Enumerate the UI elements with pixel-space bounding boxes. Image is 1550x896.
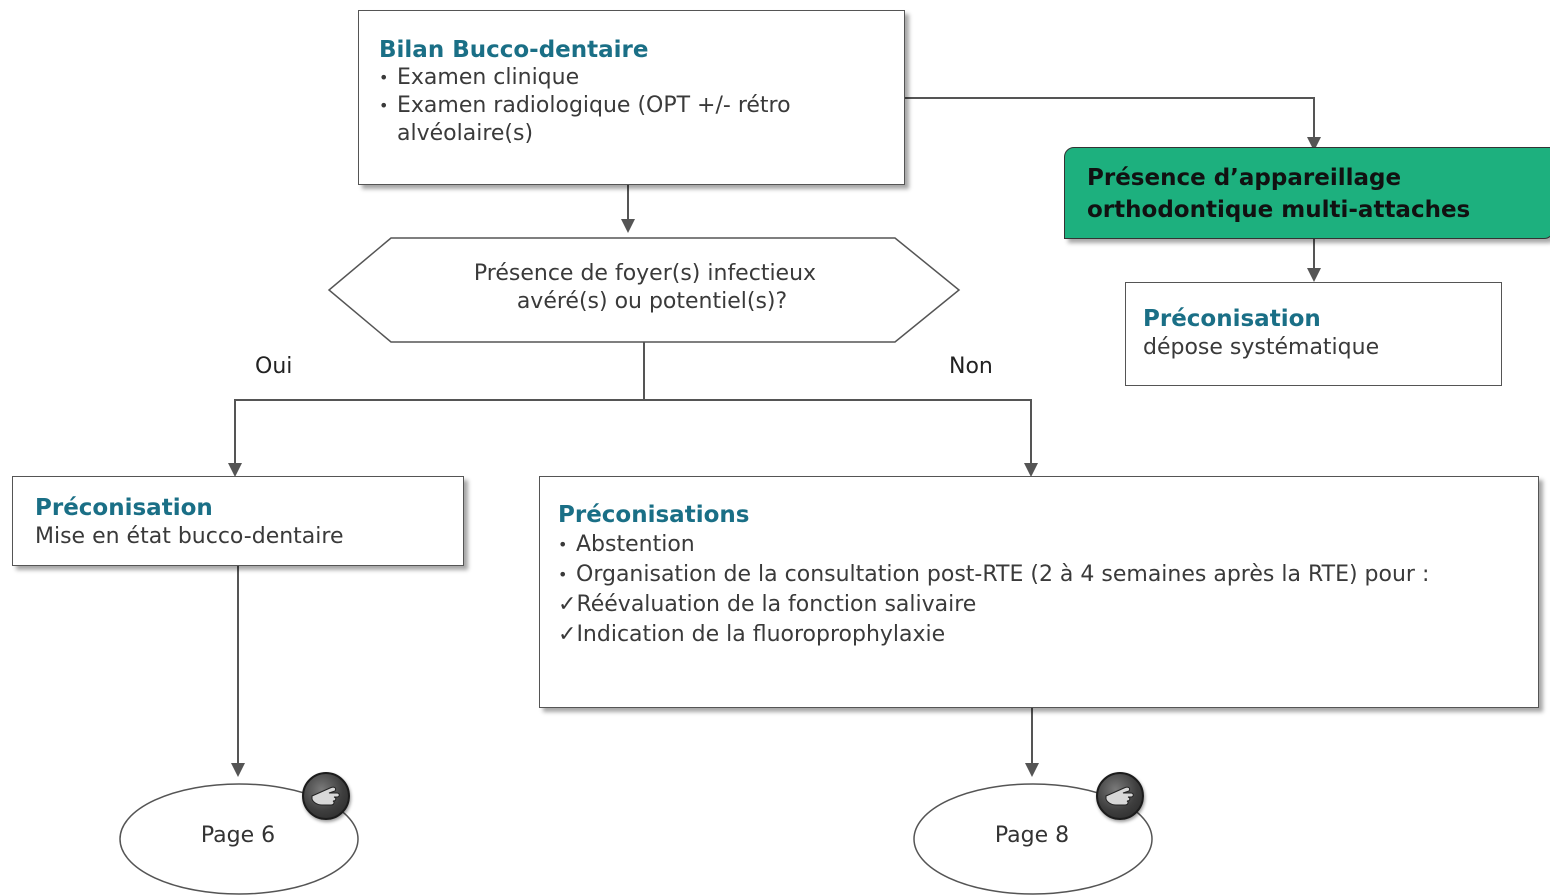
connector-mise-down bbox=[237, 566, 239, 766]
pointing-hand-icon bbox=[1096, 772, 1144, 820]
bilan-box: Bilan Bucco-dentaire •Examen clinique •E… bbox=[358, 10, 905, 185]
page-8-link[interactable]: Page 8 bbox=[912, 772, 1156, 896]
checkmark-icon: ✓ bbox=[558, 622, 577, 647]
connector-preco-down bbox=[1031, 707, 1033, 766]
preco-non-check-1: ✓Réévaluation de la fonction salivaire bbox=[558, 592, 977, 617]
connector-split-horizontal bbox=[234, 399, 1032, 401]
label-oui: Oui bbox=[255, 354, 293, 379]
connector-non-down bbox=[1030, 399, 1032, 468]
preco-depose-box: Préconisation dépose systématique bbox=[1125, 282, 1502, 386]
checkmark-icon: ✓ bbox=[558, 592, 577, 617]
preco-mise-text: Mise en état bucco-dentaire bbox=[35, 524, 344, 549]
hexagon-shape bbox=[327, 237, 961, 343]
preco-non-box: Préconisations •Abstention •Organisation… bbox=[539, 476, 1539, 708]
bilan-list: •Examen clinique •Examen radiologique (O… bbox=[379, 64, 884, 148]
preco-non-title: Préconisations bbox=[558, 502, 750, 528]
arrow-to-depose bbox=[1307, 268, 1321, 282]
pointing-hand-icon bbox=[302, 772, 350, 820]
bilan-item-2: •Examen radiologique (OPT +/- rétro alvé… bbox=[379, 93, 791, 146]
page-6-label: Page 6 bbox=[200, 823, 276, 848]
connector-appareillage-down bbox=[1313, 238, 1315, 272]
preco-depose-text: dépose systématique bbox=[1143, 335, 1380, 360]
question-line-1: Présence de foyer(s) infectieux bbox=[473, 261, 817, 286]
bilan-item-1: •Examen clinique bbox=[379, 65, 580, 90]
arrow-to-preconisations bbox=[1024, 463, 1038, 477]
preco-non-check-2: ✓Indication de la fluoroprophylaxie bbox=[558, 622, 946, 647]
page-8-label: Page 8 bbox=[994, 823, 1070, 848]
page-6-link[interactable]: Page 6 bbox=[118, 772, 362, 896]
oval-shape bbox=[913, 783, 1153, 895]
appareillage-box: Présence d’appareillage orthodontique mu… bbox=[1064, 147, 1550, 239]
connector-right-down bbox=[1313, 97, 1315, 144]
label-non: Non bbox=[949, 354, 993, 379]
connector-bilan-down bbox=[627, 185, 629, 220]
appareillage-line-1: Présence d’appareillage bbox=[1087, 165, 1402, 191]
preco-depose-title: Préconisation bbox=[1143, 306, 1321, 332]
preco-non-item-1: •Abstention bbox=[558, 532, 695, 557]
bilan-title: Bilan Bucco-dentaire bbox=[379, 37, 649, 63]
question-line-2: avéré(s) ou potentiel(s)? bbox=[516, 289, 788, 314]
preco-non-list: •Abstention •Organisation de la consulta… bbox=[558, 530, 1508, 650]
arrow-to-mise bbox=[228, 463, 242, 477]
connector-question-down bbox=[643, 342, 645, 401]
connector-bilan-right bbox=[905, 97, 1315, 99]
arrow-to-question bbox=[621, 219, 635, 233]
oval-shape bbox=[119, 783, 359, 895]
connector-oui-down bbox=[234, 399, 236, 468]
preco-non-item-2: •Organisation de la consultation post-RT… bbox=[558, 562, 1430, 587]
preco-mise-box: Préconisation Mise en état bucco-dentair… bbox=[12, 476, 464, 566]
preco-mise-title: Préconisation bbox=[35, 495, 213, 521]
appareillage-line-2: orthodontique multi-attaches bbox=[1087, 197, 1471, 223]
question-hexagon: Présence de foyer(s) infectieux avéré(s)… bbox=[325, 236, 965, 344]
arrow-to-page6 bbox=[231, 763, 245, 777]
arrow-to-page8 bbox=[1025, 763, 1039, 777]
